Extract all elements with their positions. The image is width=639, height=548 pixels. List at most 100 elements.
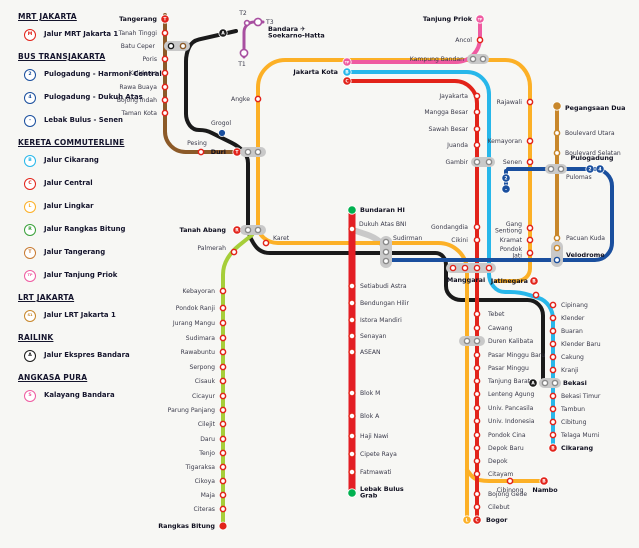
station-parung-panjang: Parung Panjang [168,406,227,414]
legend-item-label: Jalur Rangkas Bitung [44,225,126,234]
legend-item-jalur-mrt-jakarta-1: M Jalur MRT Jakarta 1 [24,29,175,41]
legend-header: LRT JAKARTA [18,293,75,302]
line-badge-icon: C [24,178,36,190]
svg-text:Kalideres: Kalideres [129,70,157,77]
line-badge-icon: R [24,224,36,236]
legend-header: KERETA COMMUTERLINE [18,138,125,147]
svg-text:Jatinegara: Jatinegara [490,277,528,285]
svg-text:Pasar Minggu Baru: Pasar Minggu Baru [488,352,545,359]
legend-item-label: Jalur Lingkar [44,202,94,211]
station-tambun: Tambun [549,405,585,413]
svg-text:Senen: Senen [503,159,522,166]
station-bogor-l: L [462,515,472,525]
legend-item-label: Pulogadung - Dukuh Atas [44,93,143,102]
legend-item-lebak-bulus-senen: –Lebak Bulus - Senen [24,115,175,127]
station-bojong-gede: Bojong Gede [473,490,527,498]
station-senayan: Senayan [348,332,387,340]
legend-item-label: Lebak Bulus - Senen [44,116,123,125]
svg-text:T: T [235,150,239,156]
svg-text:Klender: Klender [561,315,585,322]
svg-text:TP: TP [345,61,350,65]
svg-text:Cakung: Cakung [561,354,584,361]
svg-text:Depok: Depok [488,458,508,465]
station-univ-pancasila: Univ. Pancasila [473,404,534,412]
station-klender: Klender [549,314,585,322]
svg-text:Duren Kalibata: Duren Kalibata [488,338,533,345]
legend-item-label: Jalur LRT Jakarta 1 [44,311,116,320]
legend-item-label: Jalur MRT Jakarta 1 [44,30,119,39]
station-pulogadung-tj2: 2 [585,164,595,174]
station-mangga-besar: Mangga Besar [424,108,481,116]
svg-text:Cikini: Cikini [451,237,468,244]
svg-text:Istora Mandiri: Istora Mandiri [360,317,402,324]
station-cilebut: Cilebut [473,503,510,511]
station-rawabuntu: Rawabuntu [181,348,227,356]
svg-text:Nambo: Nambo [532,486,558,494]
svg-text:Cikarang: Cikarang [561,444,593,452]
legend-header: RAILINK [18,333,54,342]
station-cikini: Cikini [451,236,481,244]
station-duren-kalibata: Duren Kalibata [459,336,533,346]
svg-text:Pulomas: Pulomas [566,174,592,181]
station-jakarta-kota: Jakarta Kota [292,68,338,76]
line-badge-icon: TP [24,270,36,282]
svg-text:Cicayur: Cicayur [192,393,216,400]
svg-text:Poris: Poris [142,56,157,63]
svg-text:Tebet: Tebet [487,311,505,318]
line-badge-icon: S [24,390,36,402]
svg-text:Kampung Bandan: Kampung Bandan [410,56,464,63]
station-rawa-buaya: Rawa Buaya [119,83,169,91]
station-manggarai: Manggarai [446,263,496,284]
svg-text:B: B [551,446,555,452]
station-tigaraksa: Tigaraksa [184,463,227,471]
svg-text:Sudirman: Sudirman [393,235,422,242]
svg-text:B: B [532,279,536,285]
svg-text:Daru: Daru [200,436,215,443]
station-dukuh-atas-bni: Dukuh Atas BNI [348,221,407,233]
line-badge-icon: M [24,29,36,41]
svg-text:Tigaraksa: Tigaraksa [184,464,215,471]
svg-text:Karet: Karet [273,235,290,242]
station-haji-nawi: Haji Nawi [348,432,389,440]
svg-text:Cibitung: Cibitung [561,419,587,426]
legend-item-label: Kalayang Bandara [44,391,115,400]
svg-text:Parung Panjang: Parung Panjang [168,407,215,414]
svg-text:Pondok Cina: Pondok Cina [488,432,526,439]
svg-text:Gambir: Gambir [446,159,469,166]
station-kramat: Kramat [500,236,534,244]
svg-text:Cilebut: Cilebut [488,504,510,511]
station-pacuan-kuda: Pacuan Kuda [553,234,605,242]
svg-text:Maja: Maja [201,492,216,499]
line-badge-icon: – [24,115,36,127]
station-setiabudi-astra: Setiabudi Astra [348,282,407,290]
svg-text:Ancol: Ancol [455,37,472,44]
line-jalur-cikarang [343,70,555,452]
svg-text:Dukuh Atas BNI: Dukuh Atas BNI [359,221,407,228]
station-pulomas: Pulomas [545,164,592,181]
station-kalideres: Kalideres [129,69,169,77]
station-duri: Duri [211,147,266,157]
station-sudimara: Sudimara [186,334,227,342]
station-tanah-tinggi: Tanah Tinggi [118,29,169,37]
svg-text:Pasar Minggu: Pasar Minggu [488,365,529,372]
station-senen-tj-lb: – [501,184,511,194]
station-buaran: Buaran [549,327,583,335]
svg-text:Fatmawati: Fatmawati [360,469,392,476]
svg-text:Gondangdia: Gondangdia [431,224,468,231]
station-palmerah: Palmerah [197,245,238,256]
station-fatmawati: Fatmawati [348,468,392,476]
station-telaga-murni: Telaga Murni [549,431,600,439]
svg-text:Pegangsaan Dua: Pegangsaan Dua [565,104,625,112]
station-bekasi: Bekasi [539,378,587,388]
svg-text:Pulogadung: Pulogadung [571,154,614,162]
